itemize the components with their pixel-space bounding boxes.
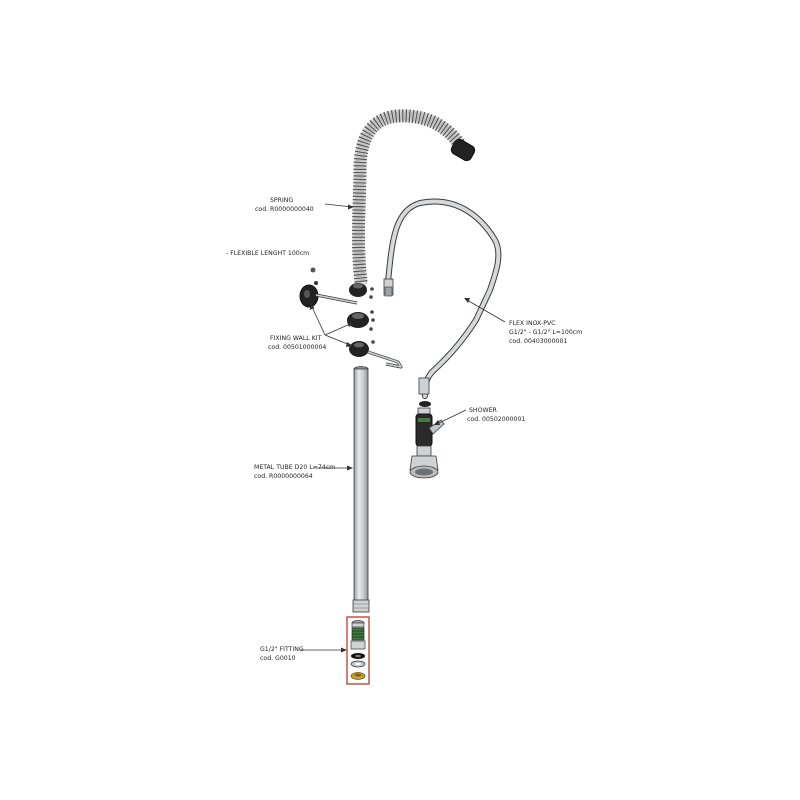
label-flex-inox-name: FLEX INOX-PVC	[509, 320, 556, 327]
label-flex-inox-spec: G1/2" - G1/2" L=100cm	[509, 329, 582, 336]
fixing-wall-kit	[299, 267, 403, 369]
metal-tube	[352, 366, 370, 613]
label-fixing-wall-kit-code: cod. 00501000004	[268, 344, 326, 351]
flex-inox-hose	[383, 198, 502, 399]
label-flex-inox-code: cod. 00403000001	[509, 338, 567, 345]
label-shower-code: cod. 00502000001	[467, 416, 525, 423]
label-shower-name: SHOWER	[469, 407, 497, 414]
fitting-highlight-box	[346, 616, 370, 685]
label-metal-tube-name: METAL TUBE D20 L=74cm	[254, 464, 335, 471]
label-flexible-length: - FLEXIBLE LENGHT 100cm	[226, 250, 309, 257]
label-fixing-wall-kit-name: FIXING WALL KIT	[270, 335, 322, 342]
label-fitting-code: cod. G0010	[260, 655, 296, 662]
label-spring-name: SPRING	[270, 197, 293, 204]
g12-fitting	[346, 616, 370, 685]
spring-part	[351, 109, 476, 289]
spring-end-cap	[450, 138, 476, 162]
shower-head	[409, 401, 445, 479]
label-fitting-name: G1/2" FITTING	[260, 646, 304, 653]
part-labels: SPRING cod. R0000000040 - FLEXIBLE LENGH…	[226, 197, 582, 662]
leader-lines	[300, 203, 506, 653]
label-spring-code: cod. R0000000040	[255, 206, 314, 213]
label-metal-tube-code: cod. R0000000064	[254, 473, 313, 480]
